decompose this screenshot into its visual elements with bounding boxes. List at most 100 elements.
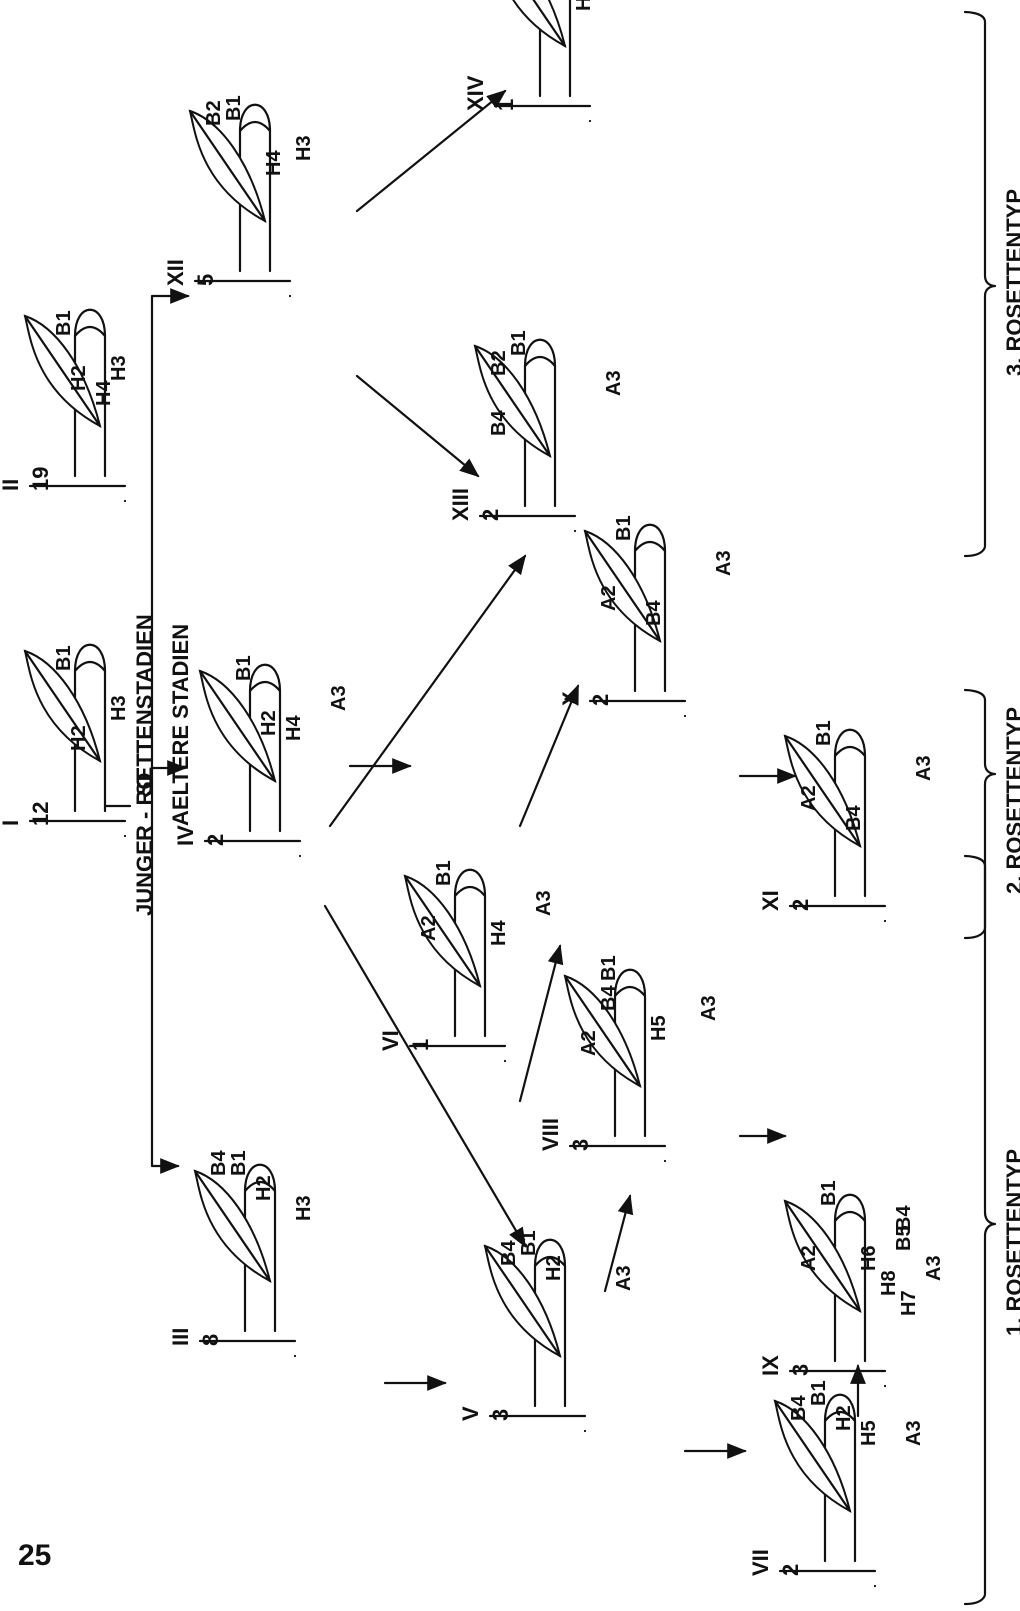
organ-label: B1 bbox=[813, 720, 835, 746]
organ-label: A3 bbox=[328, 685, 350, 711]
leaf-shape bbox=[490, 0, 565, 46]
organ-label: B1 bbox=[53, 310, 75, 336]
organ-label: H6 bbox=[858, 1245, 880, 1271]
organ-label: B4 bbox=[643, 600, 665, 626]
organ-label: B1 bbox=[613, 515, 635, 541]
organ-label: A3 bbox=[903, 1420, 925, 1446]
stage-id: XI bbox=[758, 890, 783, 911]
organ-label: H2 bbox=[253, 1175, 275, 1201]
arrow-iv-v bbox=[325, 906, 525, 1246]
organ-label: H4 bbox=[283, 715, 305, 741]
stage-count: 12 bbox=[28, 802, 53, 826]
organ-label: H4 bbox=[263, 150, 285, 176]
stage-count: 1 bbox=[493, 99, 518, 111]
organ-label: B4 bbox=[843, 805, 865, 831]
organ-label: A2 bbox=[598, 585, 620, 611]
arrow-xii-xiv bbox=[357, 91, 505, 211]
leaf-midrib bbox=[190, 111, 265, 221]
organ-label: H2 bbox=[258, 710, 280, 736]
organ-label: B1 bbox=[433, 860, 455, 886]
organ-label: H2 bbox=[68, 725, 90, 751]
stage-count: 3 bbox=[568, 1139, 593, 1151]
heading-settenstadien: SETTENSTADIEN bbox=[132, 614, 157, 796]
stage-count: 3 bbox=[788, 1364, 813, 1376]
organ-label: B2 bbox=[203, 100, 225, 126]
stage-xii: XII5B1B2H4H3 bbox=[163, 95, 315, 296]
stage-count: 2 bbox=[478, 509, 503, 521]
organ-label: B1 bbox=[508, 330, 530, 356]
figure-number: 25 bbox=[18, 1539, 51, 1572]
organ-label: A2 bbox=[798, 785, 820, 811]
stage-count: 19 bbox=[28, 467, 53, 491]
organ-label: H3 bbox=[293, 135, 315, 161]
organ-label: H2 bbox=[833, 1405, 855, 1431]
heading-aeltere-stadien: AELTERE STADIEN bbox=[168, 624, 193, 826]
arrow-xii-xiii bbox=[357, 376, 478, 476]
stage-id: I bbox=[0, 820, 23, 826]
stage-count: 2 bbox=[203, 834, 228, 846]
organ-label: B4 bbox=[488, 410, 510, 436]
stage-count: 5 bbox=[193, 274, 218, 286]
organ-label: A2 bbox=[578, 1030, 600, 1056]
leaf-midrib bbox=[475, 346, 550, 456]
stage-id: XIV bbox=[463, 75, 488, 111]
organ-label: H2 bbox=[68, 365, 90, 391]
organ-label: A3 bbox=[923, 1255, 945, 1281]
stage-count: 3 bbox=[488, 1409, 513, 1421]
stage-count: 2 bbox=[788, 899, 813, 911]
organ-label: H4 bbox=[488, 920, 510, 946]
organ-label: A3 bbox=[713, 550, 735, 576]
organ-label: H3 bbox=[293, 1195, 315, 1221]
organ-label: H7 bbox=[898, 1290, 920, 1316]
arrow-vi-x bbox=[520, 686, 578, 826]
organ-label: B4 bbox=[598, 985, 620, 1011]
group-label-rosette-2: 2. ROSETTENTYP bbox=[1002, 707, 1020, 894]
organ-label: H8 bbox=[878, 1270, 900, 1296]
stage-xiv: XIV1B1B2B3H4 bbox=[463, 0, 625, 121]
stage-vii: VII2B1B4H2H5A3 bbox=[748, 1380, 925, 1586]
stage-count: 2 bbox=[588, 694, 613, 706]
organ-label: B5 bbox=[893, 1225, 915, 1251]
organ-label: B1 bbox=[808, 1380, 830, 1406]
organ-label: B1 bbox=[518, 1230, 540, 1256]
heading-junge: JUNGE bbox=[132, 840, 157, 916]
stage-id: IV bbox=[173, 825, 198, 846]
organ-label: H5 bbox=[648, 1015, 670, 1041]
organ-label: H4 bbox=[93, 380, 115, 406]
stage-id: IX bbox=[758, 1355, 783, 1376]
organ-label: B1 bbox=[53, 645, 75, 671]
organ-label: H3 bbox=[108, 355, 130, 381]
organ-label: B4 bbox=[498, 1240, 520, 1266]
organ-label: A3 bbox=[698, 995, 720, 1021]
stage-id: II bbox=[0, 479, 23, 491]
organ-label: B1 bbox=[233, 655, 255, 681]
organ-label: B4 bbox=[208, 1150, 230, 1176]
stage-id: XIII bbox=[448, 488, 473, 521]
organ-label: A2 bbox=[418, 915, 440, 941]
brace-rosette-2 bbox=[965, 690, 995, 938]
stage-id: III bbox=[168, 1328, 193, 1346]
organ-label: H2 bbox=[543, 1255, 565, 1281]
flow-arrows bbox=[325, 91, 858, 1451]
stage-count: 2 bbox=[778, 1564, 803, 1576]
organ-label: H3 bbox=[108, 695, 130, 721]
organ-label: B4 bbox=[788, 1395, 810, 1421]
stage-count: 8 bbox=[198, 1334, 223, 1346]
organ-label: B2 bbox=[488, 350, 510, 376]
organ-label: B1 bbox=[818, 1180, 840, 1206]
group-label-rosette-3: 3. ROSETTENTYP bbox=[1002, 189, 1020, 376]
organ-label: B1 bbox=[228, 1150, 250, 1176]
stage-id: XII bbox=[163, 259, 188, 286]
